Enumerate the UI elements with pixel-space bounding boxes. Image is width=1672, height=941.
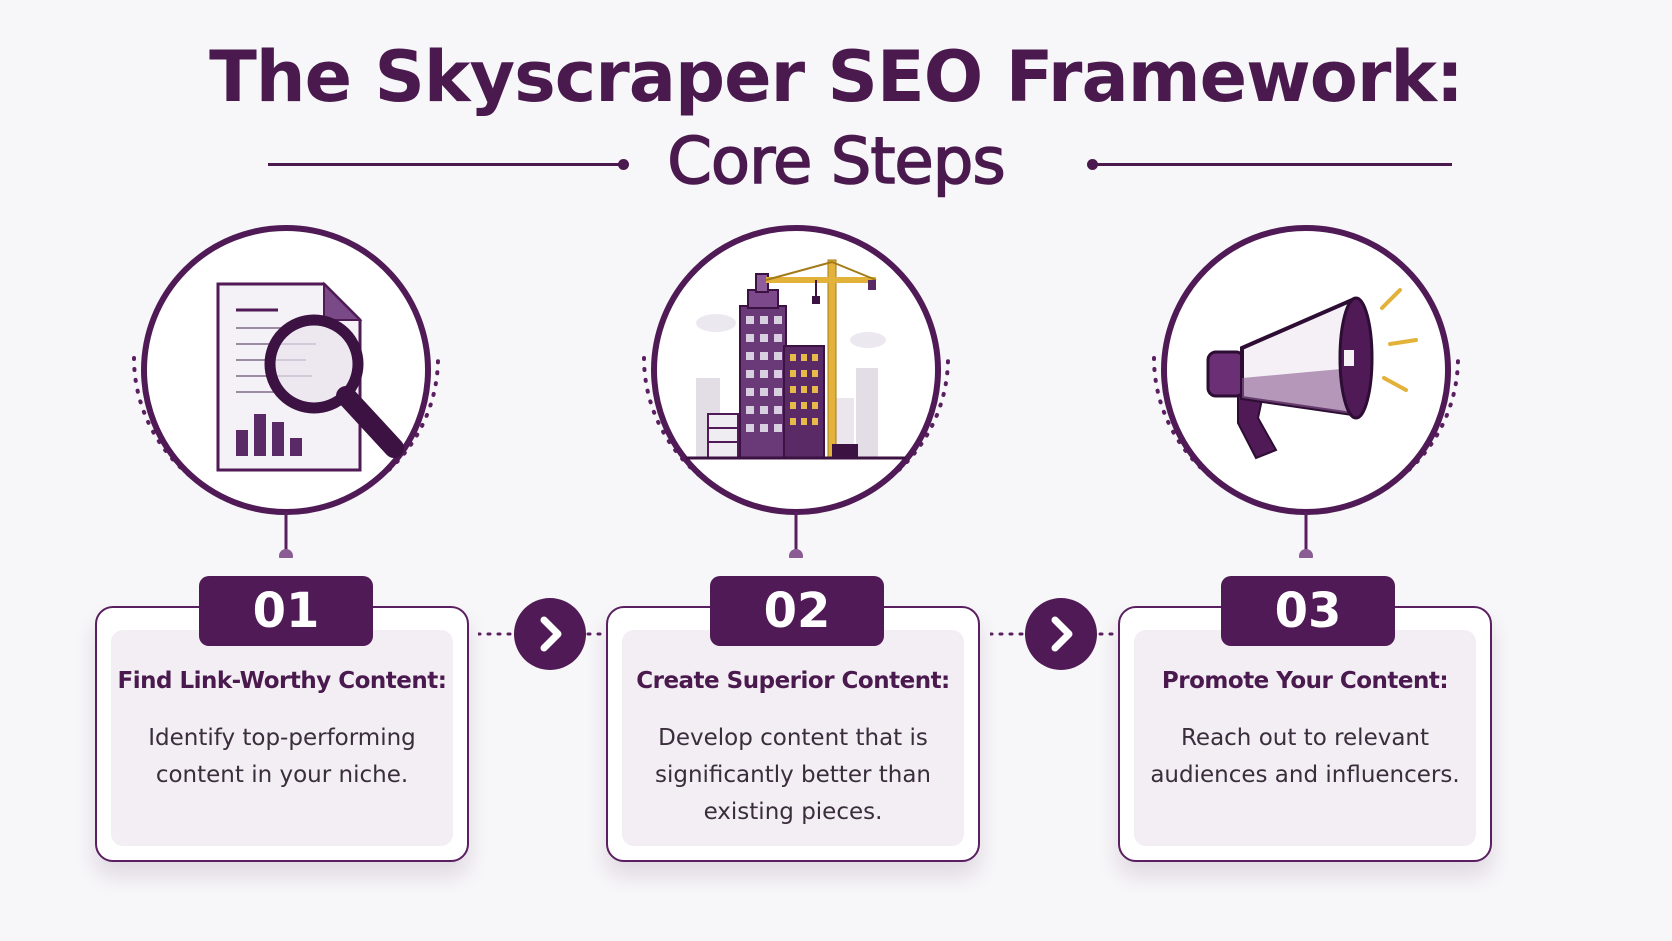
connector-dots-2 [990,632,1124,636]
step-card-1-panel [111,630,453,846]
step-2-heading: Create Superior Content: [636,668,950,694]
skyscraper-crane-icon [686,259,906,460]
step-1-icon-medallion [126,218,446,558]
step-2-number-badge: 02 [710,576,884,646]
connector-dots-1 [478,632,612,636]
title-rule-right [1092,163,1452,166]
step-card-3: Promote Your Content: Reach out to relev… [1118,606,1492,862]
step-1-number-badge: 01 [199,576,373,646]
page-title: The Skyscraper SEO Framework: [209,36,1464,118]
step-3-icon-medallion [1146,218,1466,558]
title-rule-left [268,163,623,166]
step-card-2-panel [622,630,964,846]
document-magnifier-icon [216,281,404,472]
step-3-description: Reach out to relevant audiences and infl… [1150,725,1460,788]
step-2-icon-medallion [636,218,956,558]
step-3-number-badge: 03 [1221,576,1395,646]
page-subtitle: Core Steps [666,124,1006,200]
step-card-1: Find Link-Worthy Content: Identify top-p… [95,606,469,862]
step-card-3-panel [1134,630,1476,846]
step-3-heading: Promote Your Content: [1161,668,1449,694]
step-2-description: Develop content that is significantly be… [654,725,932,825]
megaphone-icon [1206,288,1418,460]
chevron-right-icon [514,598,586,670]
chevron-right-icon [1025,598,1097,670]
step-card-2: Create Superior Content: Develop content… [606,606,980,862]
step-1-heading: Find Link-Worthy Content: [117,668,447,694]
step-1-description: Identify top-performing content in your … [148,725,416,788]
title-rule-left-dot [618,159,629,170]
